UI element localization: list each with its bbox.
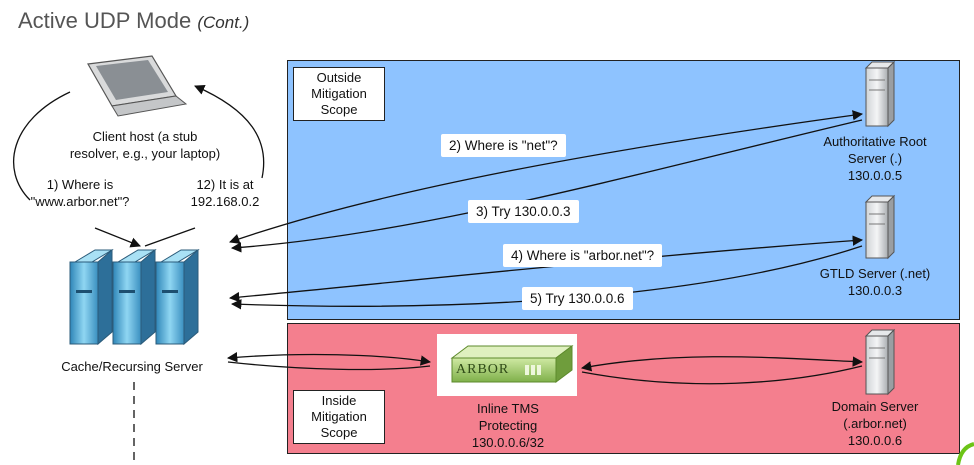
inside-scope-line3: Scope <box>320 425 358 440</box>
client-line1: Client host (a stub <box>92 129 198 144</box>
arrow-tms-domain-b <box>581 365 863 385</box>
gtld-server-icon <box>864 194 896 260</box>
step2-message: 2) Where is "net"? <box>441 134 566 157</box>
page-title: Active UDP Mode (Cont.) <box>18 8 249 34</box>
arrow-tms-domain-a <box>580 356 864 372</box>
tms-brand-label: ARBOR <box>456 362 510 377</box>
domain-line2: (.arbor.net) <box>843 416 907 431</box>
step1-label: 1) Where is "www.arbor.net"? <box>24 176 136 210</box>
domain-line3: 130.0.0.6 <box>847 433 903 448</box>
step4-message: 4) Where is "arbor.net"? <box>503 244 663 267</box>
tms-label: Inline TMS Protecting 130.0.0.6/32 <box>440 400 576 451</box>
arrow-step1 <box>94 227 141 248</box>
cache-server-label: Cache/Recursing Server <box>61 359 203 374</box>
title-sub: (Cont.) <box>197 13 250 32</box>
step12-label: 12) It is at 192.168.0.2 <box>170 176 280 210</box>
tms-line1: Inline TMS <box>477 401 539 416</box>
cache-server-icon <box>69 248 200 346</box>
inside-scope-line2: Mitigation <box>311 409 367 424</box>
root-server-icon <box>864 60 896 128</box>
arrow-client-query <box>13 91 71 201</box>
step5-message: 5) Try 130.0.0.6 <box>522 287 633 310</box>
step12-line2: 192.168.0.2 <box>190 194 260 209</box>
root-line1: Authoritative Root <box>823 134 927 149</box>
root-server-label: Authoritative Root Server (.) 130.0.0.5 <box>800 133 950 184</box>
root-line2: Server (.) <box>847 151 903 166</box>
inside-mitigation-zone <box>287 323 960 454</box>
root-line3: 130.0.0.5 <box>847 168 903 183</box>
tms-appliance-icon <box>450 345 574 383</box>
arrow-cache-tms-b <box>227 361 431 371</box>
arrow-step12 <box>144 227 196 247</box>
arrow-step2 <box>229 110 864 244</box>
arrow-cache-tms-a <box>226 352 432 366</box>
domain-server-icon <box>864 328 896 396</box>
step1-line2: "www.arbor.net"? <box>30 194 130 209</box>
tms-line2: Protecting <box>478 418 538 433</box>
inside-scope-label: Inside Mitigation Scope <box>293 390 385 444</box>
laptop-icon <box>87 55 188 117</box>
gtld-server-label: GTLD Server (.net) 130.0.0.3 <box>800 265 950 299</box>
client-host-label: Client host (a stub resolver, e.g., your… <box>40 128 250 162</box>
domain-line1: Domain Server <box>831 399 919 414</box>
step12-line1: 12) It is at <box>196 177 254 192</box>
tms-line3: 130.0.0.6/32 <box>471 435 545 450</box>
inside-scope-line1: Inside <box>321 393 357 408</box>
step3-message: 3) Try 130.0.0.3 <box>468 200 579 223</box>
step1-line1: 1) Where is <box>46 177 114 192</box>
client-line2: resolver, e.g., your laptop) <box>69 146 221 161</box>
title-main: Active UDP Mode <box>18 8 192 33</box>
outside-scope-line2: Mitigation <box>311 86 367 101</box>
domain-server-label: Domain Server (.arbor.net) 130.0.0.6 <box>800 398 950 449</box>
gtld-line2: 130.0.0.3 <box>847 283 903 298</box>
arrow-step4 <box>228 235 864 303</box>
gtld-line1: GTLD Server (.net) <box>819 266 931 281</box>
outside-scope-line1: Outside <box>316 70 362 85</box>
corner-accent <box>956 442 974 465</box>
